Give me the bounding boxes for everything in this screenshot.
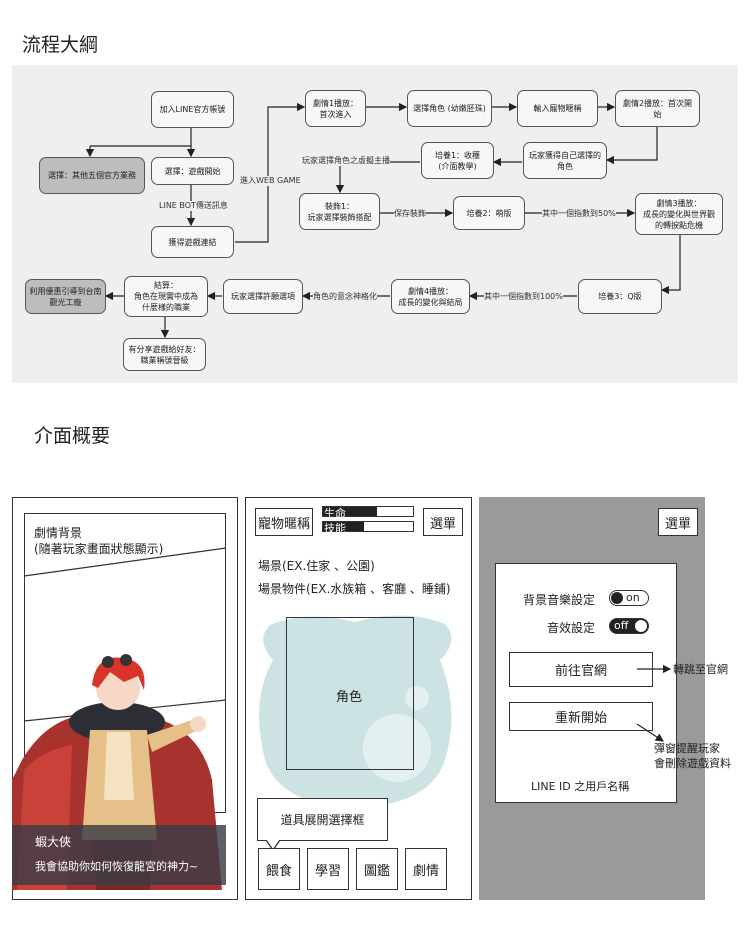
node-story3-l1: 劇情3播放：: [656, 198, 702, 208]
character-label: 角色: [336, 690, 363, 705]
node-train1-l2: (介面教學): [438, 161, 477, 171]
label-save-equip: 保存裝飾: [394, 209, 426, 219]
node-story4: 劇情4播放： 成長的變化與結局: [391, 279, 470, 314]
node-game-start: 選擇：遊戲開始: [151, 157, 234, 185]
node-equip: 裝飾1： 玩家選擇裝飾搭配: [299, 193, 380, 230]
codex-button[interactable]: 圖鑑: [356, 848, 398, 890]
node-story3-l2: 成長的變化與世界觀: [643, 209, 715, 219]
skill-bar: [322, 521, 414, 532]
hp-bar-label: 生命: [324, 507, 346, 520]
label-idx100: 其中一個指數到100%: [484, 292, 563, 302]
settings-menu-button[interactable]: 選單: [658, 508, 698, 536]
dialog-box[interactable]: [12, 825, 226, 885]
node-join-line: 加入LINE官方帳號: [151, 91, 234, 128]
node-story3-l3: 的轉捩點危機: [655, 220, 703, 230]
node-choose-title: 玩家選擇許願選項: [223, 279, 303, 314]
popup-note-2: 會刪除遊戲資料: [654, 757, 731, 770]
sfx-toggle-state: off: [614, 619, 629, 632]
story-bg-title: 劇情背景: [34, 526, 83, 540]
ui-section-title: 介面概要: [34, 425, 111, 447]
node-ending-l1: 結算：: [154, 281, 178, 290]
bgm-toggle[interactable]: on: [609, 590, 649, 606]
scene-objects-text: 場景物件(EX.水族箱 、客廳 、睡鋪): [258, 582, 451, 596]
node-story4-l1: 劇情4播放：: [407, 286, 454, 296]
hp-bar-fill: [323, 507, 377, 516]
learn-button[interactable]: 學習: [307, 848, 349, 890]
feed-button[interactable]: 餵食: [258, 848, 300, 890]
node-train2: 培養2：萌版: [453, 196, 525, 230]
item-selector-box[interactable]: 道具展開選擇框: [257, 798, 388, 841]
node-player-get: 玩家獲得自己選擇的 角色: [523, 142, 607, 179]
sfx-label: 音效設定: [547, 621, 596, 635]
story-bg-subtitle: (隨著玩家畫面狀態顯示): [34, 542, 164, 556]
node-other-five: 選擇：其他五個官方業務: [39, 157, 145, 194]
node-train1-l1: 培養1：收穫: [434, 150, 481, 160]
node-ending: 結算： 角色在現實中成為 什麼樣的職業: [124, 276, 208, 317]
sfx-toggle[interactable]: off: [609, 618, 649, 634]
node-equip-l2: 玩家選擇裝飾搭配: [307, 212, 372, 222]
node-coupon-l1: 利用優惠引導到台南: [29, 286, 102, 296]
flow-section-title: 流程大綱: [22, 34, 99, 56]
bgm-toggle-knob: [611, 592, 623, 604]
character-frame[interactable]: [286, 617, 414, 770]
scene-text: 場景(EX.住家 、公園): [258, 559, 375, 573]
label-web-game: 進入WEB GAME: [240, 176, 301, 186]
line-id-label: LINE ID 之用戶名稱: [531, 780, 630, 793]
label-idx50: 其中一個指數到50%: [542, 209, 616, 219]
story-button[interactable]: 劇情: [405, 848, 447, 890]
node-share-l1: 有分享遊戲給好友：: [128, 344, 201, 354]
node-player-get-l2: 角色: [557, 161, 573, 171]
bgm-toggle-state: on: [626, 591, 640, 604]
node-story4-l2: 成長的變化與結局: [398, 297, 463, 307]
jump-site-note: 轉跳至官網: [673, 663, 728, 676]
dialog-text: 我會協助你如何恢復龍宮的神力~: [35, 860, 199, 873]
node-ending-l2: 角色在現實中成為: [134, 292, 198, 301]
pet-name-field[interactable]: 寵物暱稱: [255, 508, 313, 536]
node-coupon-l2: 觀光工廠: [49, 297, 82, 307]
node-story2: 劇情2播放：首次開始: [615, 90, 700, 127]
bgm-label: 背景音樂設定: [523, 593, 596, 607]
dialog-speaker: 蝦大俠: [35, 835, 72, 849]
node-train3: 培養3：Q版: [578, 279, 662, 314]
hp-bar: [322, 506, 414, 517]
node-coupon: 利用優惠引導到台南 觀光工廠: [25, 279, 106, 314]
official-site-button[interactable]: 前往官網: [509, 652, 653, 687]
node-equip-l1: 裝飾1：: [324, 201, 355, 211]
popup-note-1: 彈窗提醒玩家: [654, 742, 720, 755]
node-get-link: 獲得遊戲連結: [151, 226, 234, 258]
node-share: 有分享遊戲給好友： 職業稱號晉級: [123, 338, 206, 371]
node-story1: 劇情1播放：首次進入: [305, 90, 366, 127]
skill-bar-label: 技能: [324, 522, 346, 535]
label-virtual-owner: 玩家選擇角色之虛擬主播: [302, 156, 390, 166]
restart-button[interactable]: 重新開始: [509, 702, 653, 731]
node-train1: 培養1：收穫 (介面教學): [421, 142, 494, 179]
label-line-bot: LINE BOT傳送訊息: [159, 201, 228, 211]
skill-bar-fill: [323, 522, 364, 531]
node-ending-l3: 什麼樣的職業: [142, 303, 190, 312]
sfx-toggle-knob: [635, 620, 647, 632]
node-choose-char: 選擇角色 (幼嫩胚珠): [407, 90, 492, 127]
node-share-l2: 職業稱號晉級: [140, 355, 189, 365]
node-player-get-l1: 玩家獲得自己選擇的: [529, 150, 601, 160]
label-deify: 角色的意念神格化: [313, 292, 377, 302]
aquarium-shape: [259, 615, 452, 808]
pet-menu-button[interactable]: 選單: [423, 508, 463, 536]
node-story3: 劇情3播放： 成長的變化與世界觀 的轉捩點危機: [635, 193, 723, 235]
node-input-name: 輸入寵物暱稱: [517, 90, 598, 127]
